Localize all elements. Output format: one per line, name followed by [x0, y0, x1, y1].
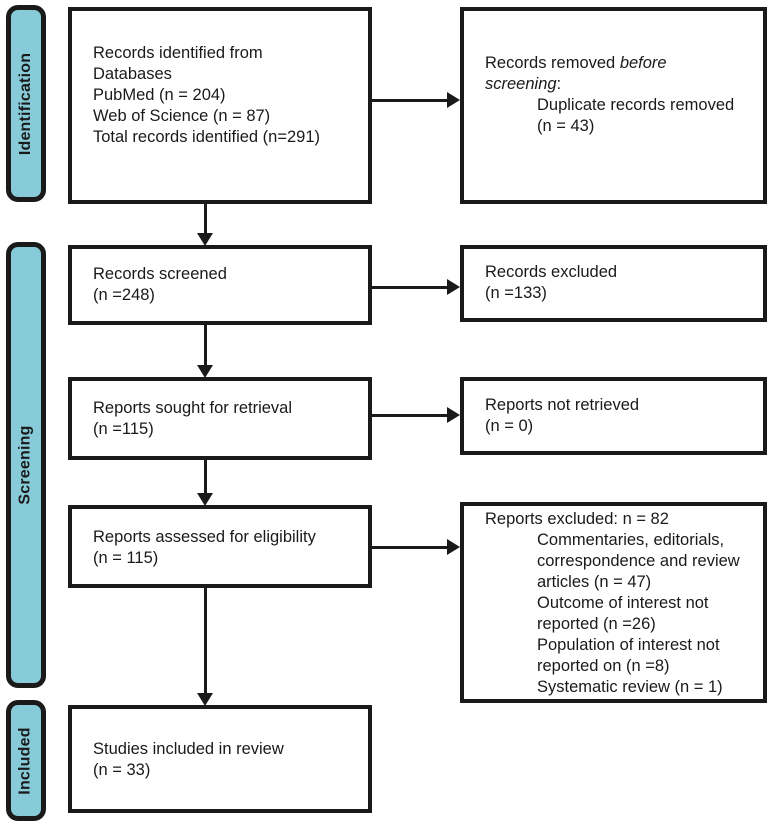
- box-records-excluded: Records excluded (n =133): [460, 245, 767, 322]
- arrow-sought-to-assessed: [197, 460, 214, 506]
- stage-screening-label: Screening: [17, 425, 35, 505]
- arrow-screened-to-excluded: [372, 279, 460, 296]
- records-identified-line: Records identified from: [93, 44, 263, 62]
- reports-excluded-item: articles (n = 47): [537, 573, 652, 591]
- stage-identification: Identification: [6, 5, 46, 202]
- reports-not-retrieved-line: (n = 0): [485, 417, 534, 435]
- stage-included: Included: [6, 700, 46, 821]
- arrow-assessed-to-included: [197, 588, 214, 706]
- records-identified-line: PubMed (n = 204): [93, 86, 226, 104]
- reports-excluded-header: Reports excluded: n = 82: [485, 510, 669, 528]
- records-identified-line: Total records identified (n=291): [93, 128, 321, 146]
- stage-included-label: Included: [17, 726, 35, 795]
- arrow-sought-to-not-retrieved: [372, 407, 460, 424]
- box-studies-included: Studies included in review (n = 33): [68, 705, 372, 813]
- records-removed-line: Records removed before: [485, 54, 667, 72]
- arrow-assessed-to-reports-excluded: [372, 539, 460, 556]
- box-reports-assessed: Reports assessed for eligibility (n = 11…: [68, 505, 372, 588]
- records-removed-item: Duplicate records removed: [537, 96, 735, 114]
- reports-assessed-line: (n = 115): [93, 549, 159, 567]
- box-reports-sought: Reports sought for retrieval (n =115): [68, 377, 372, 460]
- records-excluded-line: Records excluded: [485, 263, 618, 281]
- reports-excluded-item: reported (n =26): [537, 615, 656, 633]
- box-reports-excluded: Reports excluded: n = 82 Commentaries, e…: [460, 502, 767, 703]
- reports-excluded-item: correspondence and review: [537, 552, 740, 570]
- records-identified-line: Web of Science (n = 87): [93, 107, 271, 125]
- reports-assessed-line: Reports assessed for eligibility: [93, 528, 316, 546]
- studies-included-line: Studies included in review: [93, 740, 284, 758]
- reports-not-retrieved-line: Reports not retrieved: [485, 396, 640, 414]
- arrow-identified-to-removed: [372, 92, 460, 109]
- records-excluded-line: (n =133): [485, 284, 547, 302]
- box-records-screened: Records screened (n =248): [68, 245, 372, 325]
- records-screened-line: Records screened: [93, 265, 227, 283]
- arrow-screened-to-sought: [197, 325, 214, 378]
- stage-identification-label: Identification: [17, 52, 35, 155]
- reports-sought-line: Reports sought for retrieval: [93, 399, 293, 417]
- reports-excluded-item: Outcome of interest not: [537, 594, 709, 612]
- box-reports-not-retrieved: Reports not retrieved (n = 0): [460, 377, 767, 455]
- box-records-identified: Records identified from Databases PubMed…: [68, 7, 372, 204]
- records-removed-item: (n = 43): [537, 117, 595, 135]
- reports-excluded-item: Population of interest not: [537, 636, 720, 654]
- stage-screening: Screening: [6, 242, 46, 688]
- records-identified-line: Databases: [93, 65, 172, 83]
- arrow-identified-to-screened: [197, 203, 214, 246]
- records-screened-line: (n =248): [93, 286, 155, 304]
- studies-included-line: (n = 33): [93, 761, 151, 779]
- reports-excluded-item: reported on (n =8): [537, 657, 670, 675]
- reports-excluded-item: Systematic review (n = 1): [537, 678, 723, 696]
- box-records-removed: Records removed before screening: Duplic…: [460, 7, 767, 204]
- reports-sought-line: (n =115): [93, 420, 154, 438]
- records-removed-line: screening:: [485, 75, 562, 93]
- reports-excluded-item: Commentaries, editorials,: [537, 531, 725, 549]
